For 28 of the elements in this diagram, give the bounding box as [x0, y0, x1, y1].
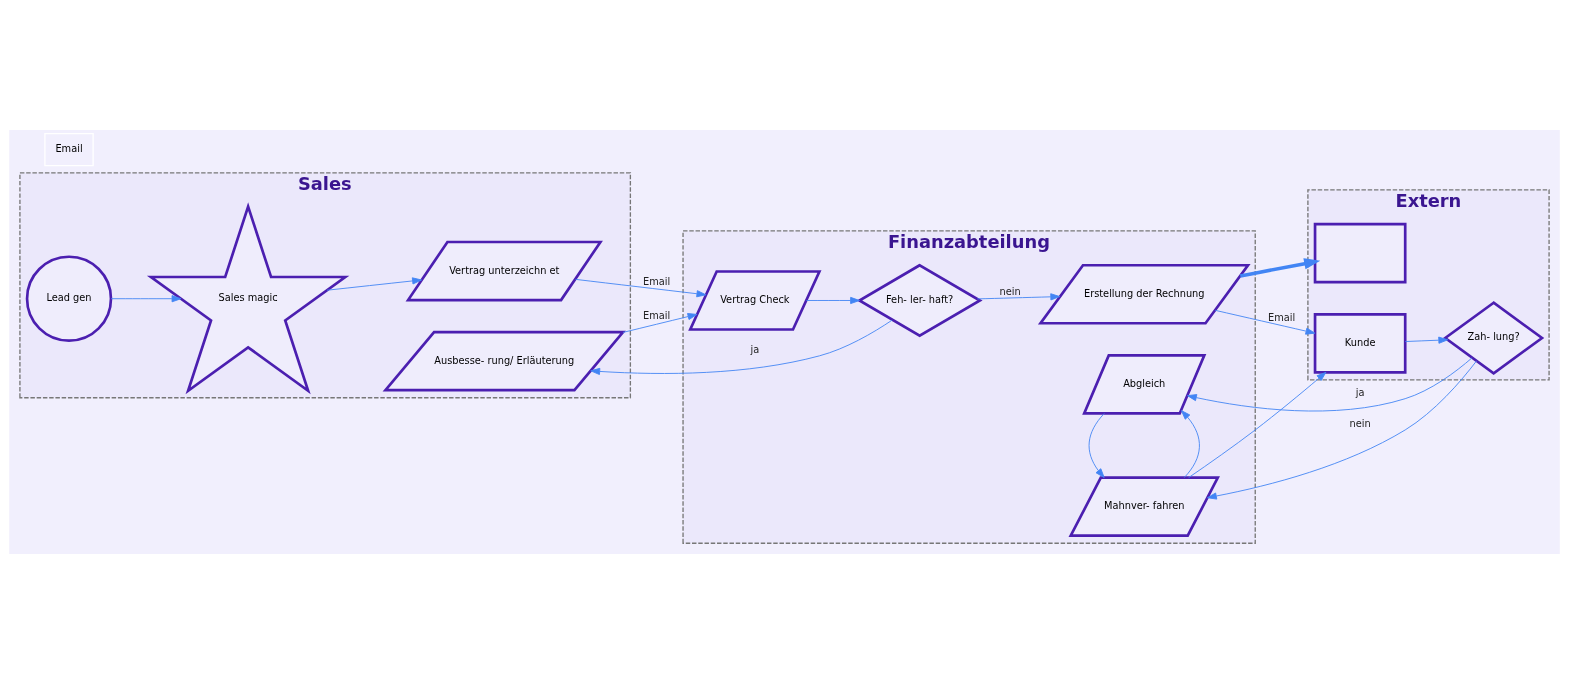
edge-label: nein — [999, 285, 1021, 297]
edge-label: nein — [1349, 417, 1371, 429]
label: Email — [55, 142, 83, 154]
node-box — [1313, 222, 1407, 284]
edge-label: ja — [1355, 386, 1365, 398]
arrow — [622, 312, 698, 333]
edge-label: ja — [750, 343, 760, 355]
arrow — [1207, 359, 1477, 500]
arrow — [1180, 409, 1200, 478]
arrow — [1404, 336, 1449, 344]
arrow — [976, 292, 1061, 300]
node-circle: Lead gen — [25, 254, 113, 342]
arrow — [1187, 356, 1473, 411]
arrow — [326, 276, 422, 291]
arrow — [1088, 412, 1105, 478]
edge-label: Email — [643, 309, 671, 321]
arrow — [575, 278, 707, 297]
arrow — [805, 296, 860, 304]
arrow — [1188, 371, 1327, 478]
edge-label: Email — [643, 275, 671, 287]
arrow — [590, 319, 893, 375]
node-box: Kunde — [1313, 312, 1407, 374]
node-diamond: Zah- lung? — [1443, 300, 1545, 375]
node-diamond: Feh- ler- haft? — [856, 263, 983, 337]
arrow — [110, 294, 182, 302]
arrow — [1214, 309, 1316, 335]
edge-label: Email — [1267, 311, 1296, 323]
arrow — [1239, 257, 1321, 278]
